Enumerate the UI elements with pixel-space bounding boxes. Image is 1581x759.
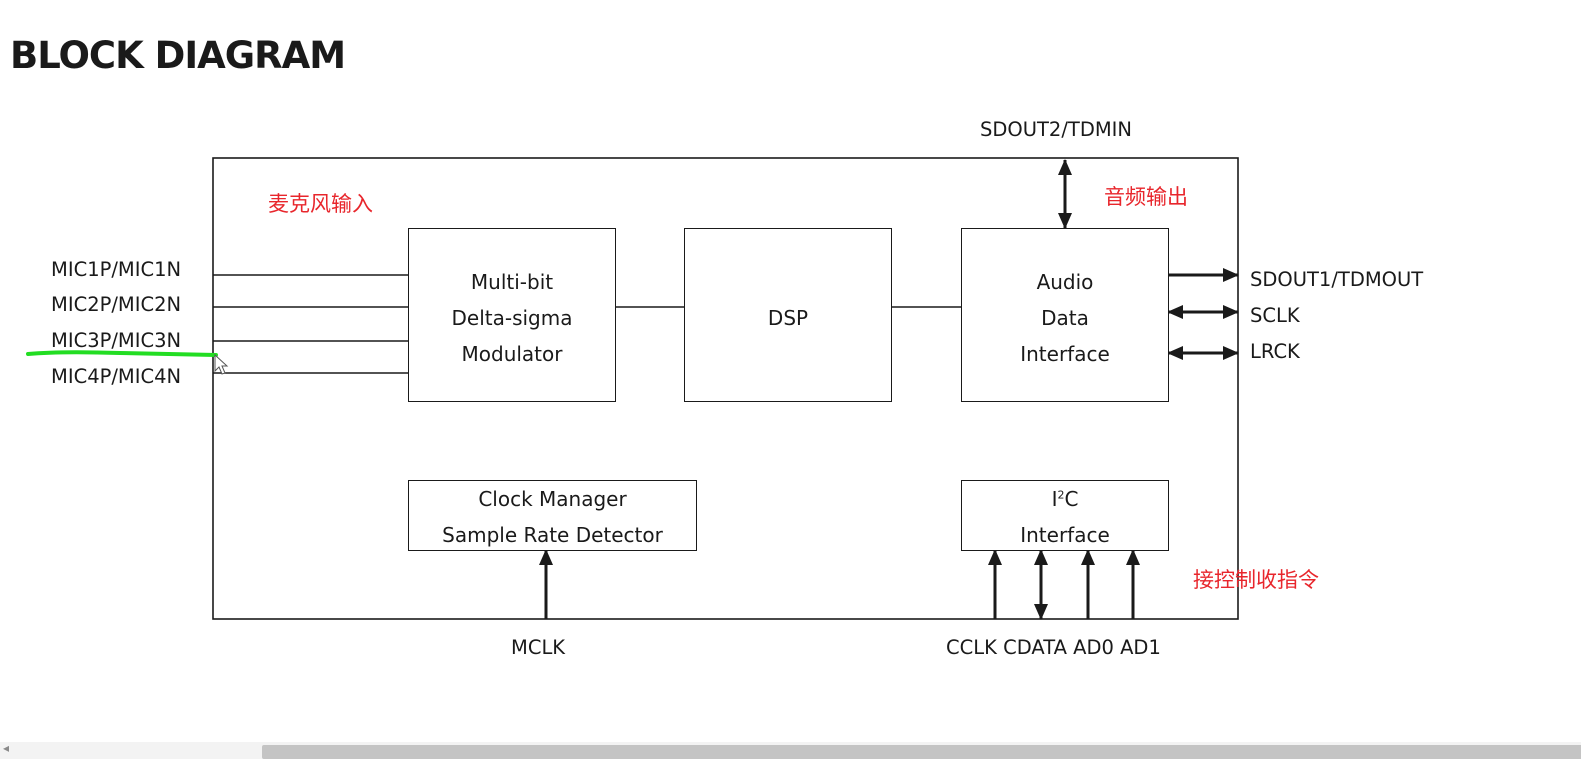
annotation-mic-input: 麦克风输入: [268, 192, 373, 216]
pin-mic3: MIC3P/MIC3N: [51, 329, 182, 352]
dsp-block: [684, 228, 892, 402]
clock-manager-label-2: Sample Rate Detector: [442, 523, 663, 547]
green-highlight-stroke: [26, 350, 218, 357]
diagram-title: BLOCK DIAGRAM: [10, 34, 346, 77]
chip-outline: [212, 157, 1239, 620]
modulator-label-1: Multi-bit: [470, 270, 554, 294]
i2c-prefix: I: [1051, 487, 1058, 511]
mouse-cursor-icon: [214, 354, 229, 375]
pin-sdout1: SDOUT1/TDMOUT: [1250, 268, 1424, 291]
i2c-label-2: Interface: [1020, 523, 1110, 547]
clock-manager-label-1: Clock Manager: [478, 487, 627, 511]
audio-interface-label-3: Interface: [1020, 342, 1110, 366]
i2c-label-1: I2C: [961, 487, 1169, 511]
scroll-left-arrow-icon[interactable]: ◂: [3, 741, 10, 755]
annotation-audio-output: 音频输出: [1104, 185, 1188, 209]
i2c-suffix: C: [1064, 487, 1079, 511]
pin-sclk: SCLK: [1250, 304, 1300, 327]
i2c-interface-block: [961, 480, 1169, 551]
scrollbar-thumb[interactable]: [262, 745, 1581, 759]
i2c-superscript: 2: [1057, 488, 1065, 502]
modulator-label-3: Modulator: [461, 342, 563, 366]
pin-lrck: LRCK: [1250, 340, 1300, 363]
pin-mic2: MIC2P/MIC2N: [51, 293, 182, 316]
pin-mic4: MIC4P/MIC4N: [51, 365, 182, 388]
pin-mic1: MIC1P/MIC1N: [51, 258, 182, 281]
annotation-control: 接控制收指令: [1193, 568, 1319, 592]
modulator-block: [408, 228, 616, 402]
pins-i2c: CCLK CDATA AD0 AD1: [946, 636, 1161, 659]
pin-sdout2: SDOUT2/TDMIN: [980, 118, 1132, 141]
pin-mclk: MCLK: [511, 636, 566, 659]
audio-interface-block: [961, 228, 1169, 402]
dsp-label: DSP: [767, 306, 809, 330]
modulator-label-2: Delta-sigma: [451, 306, 573, 330]
clock-manager-block: [408, 480, 697, 551]
audio-interface-label-1: Audio: [1036, 270, 1094, 294]
audio-interface-label-2: Data: [1041, 306, 1089, 330]
